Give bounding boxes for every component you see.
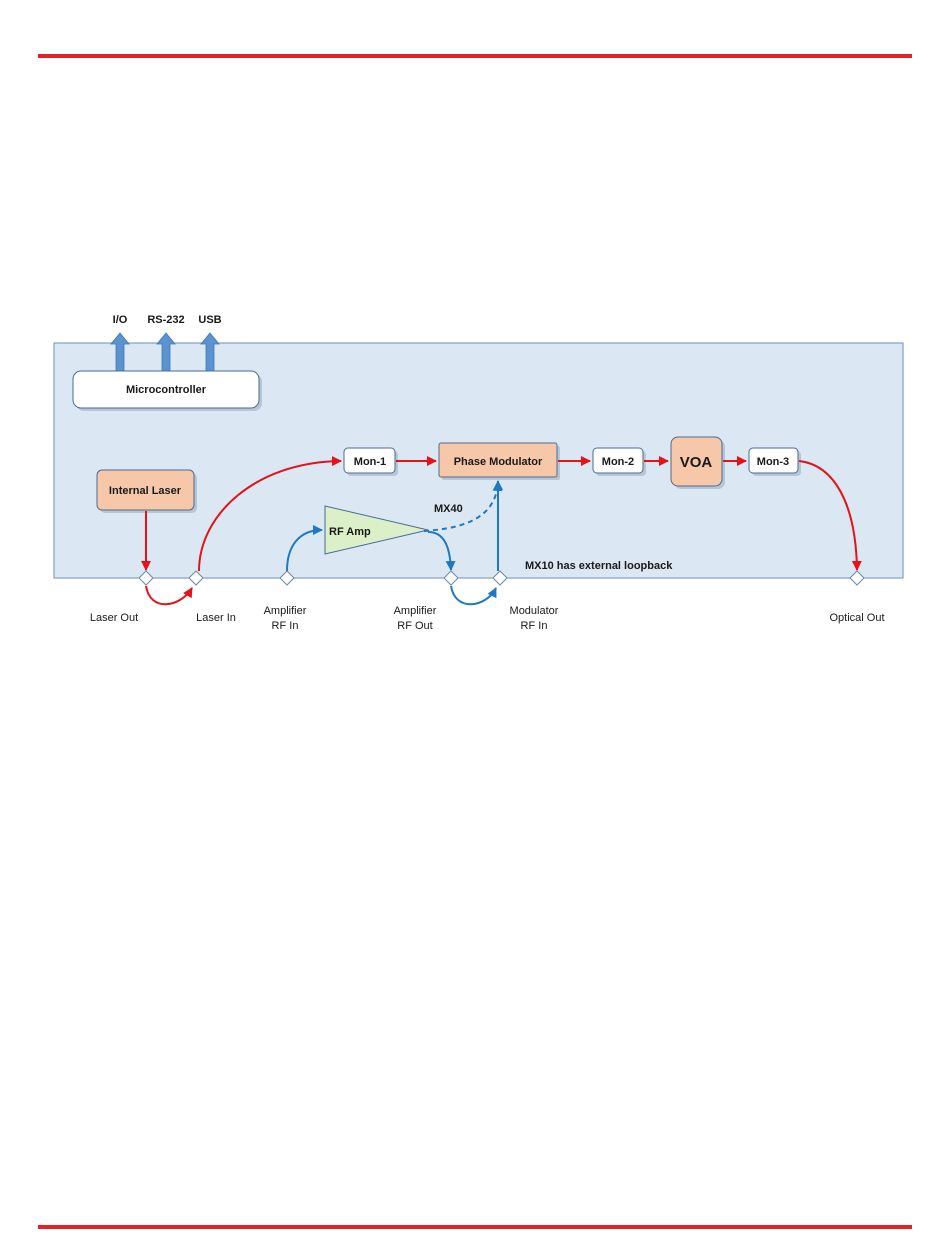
mon-2-label: Mon-2 [602, 456, 634, 468]
amplifier-rf-in-label-line1: Amplifier [264, 605, 307, 617]
laser-out-label: Laser Out [90, 612, 138, 624]
phase-modulator-label: Phase Modulator [454, 456, 543, 468]
amplifier-rf-in-label-line2: RF In [272, 620, 299, 632]
amplifier-rf-out-label-line2: RF Out [397, 620, 432, 632]
mx10-annotation: MX10 has external loopback [525, 560, 673, 572]
amplifier-rf-out-label-line1: Amplifier [394, 605, 437, 617]
mon-1-label: Mon-1 [354, 456, 386, 468]
laser-loopback-path [146, 586, 192, 604]
mon-3-label: Mon-3 [757, 456, 789, 468]
internal-laser-label: Internal Laser [109, 485, 182, 497]
io-label: I/O [113, 314, 128, 326]
microcontroller-label: Microcontroller [126, 384, 207, 396]
modulator-rf-in-label-line2: RF In [521, 620, 548, 632]
rf-external-loopback-path [451, 586, 496, 604]
optical-out-label: Optical Out [829, 612, 884, 624]
rf-amp-label: RF Amp [329, 526, 371, 538]
mx40-annotation: MX40 [434, 503, 463, 515]
usb-label: USB [198, 314, 221, 326]
rs232-label: RS-232 [147, 314, 184, 326]
voa-label: VOA [680, 454, 713, 471]
laser-in-label: Laser In [196, 612, 236, 624]
modulator-rf-in-label-line1: Modulator [510, 605, 559, 617]
